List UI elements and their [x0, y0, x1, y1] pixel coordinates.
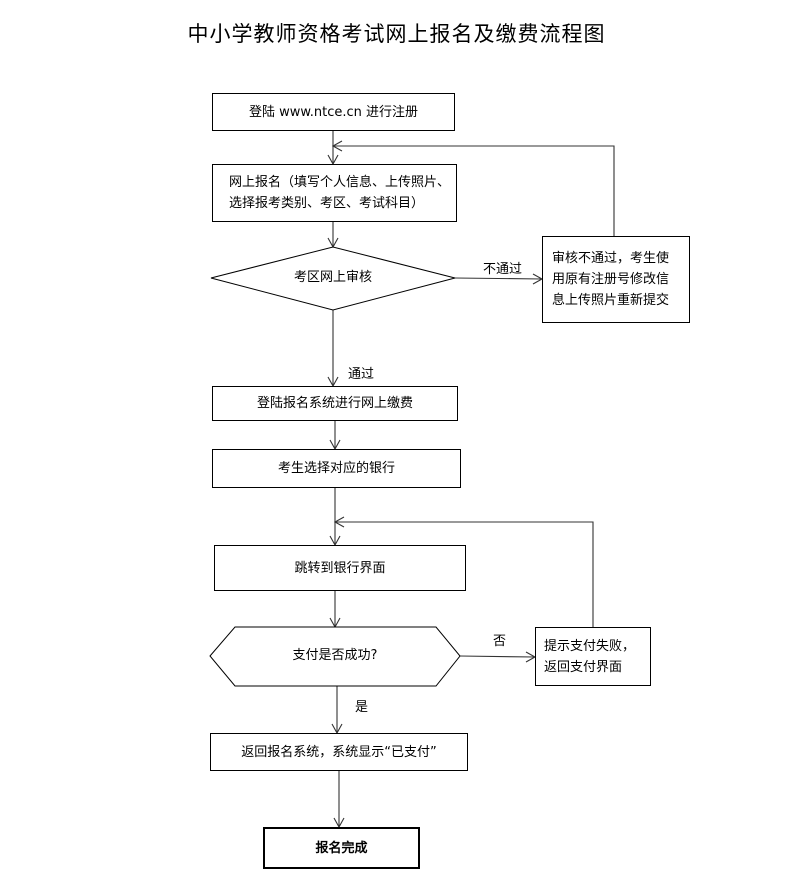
apply-step-line2: 选择报考类别、考区、考试科目）: [229, 196, 425, 211]
register-step-text: 登陆 www.ntce.cn 进行注册: [248, 104, 419, 120]
review-fail-step: 审核不通过，考生使 用原有注册号修改信 息上传照片重新提交: [542, 236, 690, 323]
pay-check-decision-shape: [209, 626, 461, 687]
arrow-review-to-fail: [454, 277, 543, 280]
edge-label-no: 否: [493, 634, 507, 649]
apply-step: 网上报名（填写个人信息、上传照片、 选择报考类别、考区、考试科目）: [212, 164, 457, 222]
review-decision-text: 考区网上审核: [293, 270, 372, 285]
choose-bank-step: 考生选择对应的银行: [212, 449, 461, 488]
edge-label-not-pass: 不通过: [483, 262, 523, 277]
page-title: 中小学教师资格考试网上报名及缴费流程图: [187, 22, 606, 46]
loop-payfail-to-bankpage: [335, 521, 594, 627]
register-step: 登陆 www.ntce.cn 进行注册: [212, 93, 455, 131]
pay-fail-line2: 返回支付界面: [544, 659, 623, 675]
edge-label-yes: 是: [355, 700, 369, 715]
loop-fail-to-apply: [333, 145, 615, 236]
apply-step-line1: 网上报名（填写个人信息、上传照片、: [229, 175, 451, 190]
pay-fail-step: 提示支付失败， 返回支付界面: [535, 627, 651, 686]
return-system-step-text: 返回报名系统，系统显示“已支付”: [241, 744, 437, 760]
bank-page-step: 跳转到银行界面: [214, 545, 466, 591]
review-fail-line2: 用原有注册号修改信: [552, 272, 670, 287]
pay-login-step: 登陆报名系统进行网上缴费: [212, 386, 458, 421]
done-step-text: 报名完成: [315, 840, 368, 856]
pay-fail-line1: 提示支付失败，: [544, 638, 636, 654]
bank-page-step-text: 跳转到银行界面: [294, 560, 386, 576]
review-fail-line1: 审核不通过，考生使: [552, 251, 670, 266]
review-fail-line3: 息上传照片重新提交: [552, 293, 670, 308]
review-decision-shape: [210, 246, 456, 311]
done-step: 报名完成: [263, 827, 420, 869]
choose-bank-step-text: 考生选择对应的银行: [277, 461, 395, 476]
edge-label-pass: 通过: [348, 367, 375, 382]
return-system-step: 返回报名系统，系统显示“已支付”: [210, 733, 468, 771]
arrow-check-to-fail: [459, 655, 536, 658]
pay-check-decision-text: 支付是否成功?: [292, 648, 378, 663]
pay-login-step-text: 登陆报名系统进行网上缴费: [256, 396, 413, 411]
